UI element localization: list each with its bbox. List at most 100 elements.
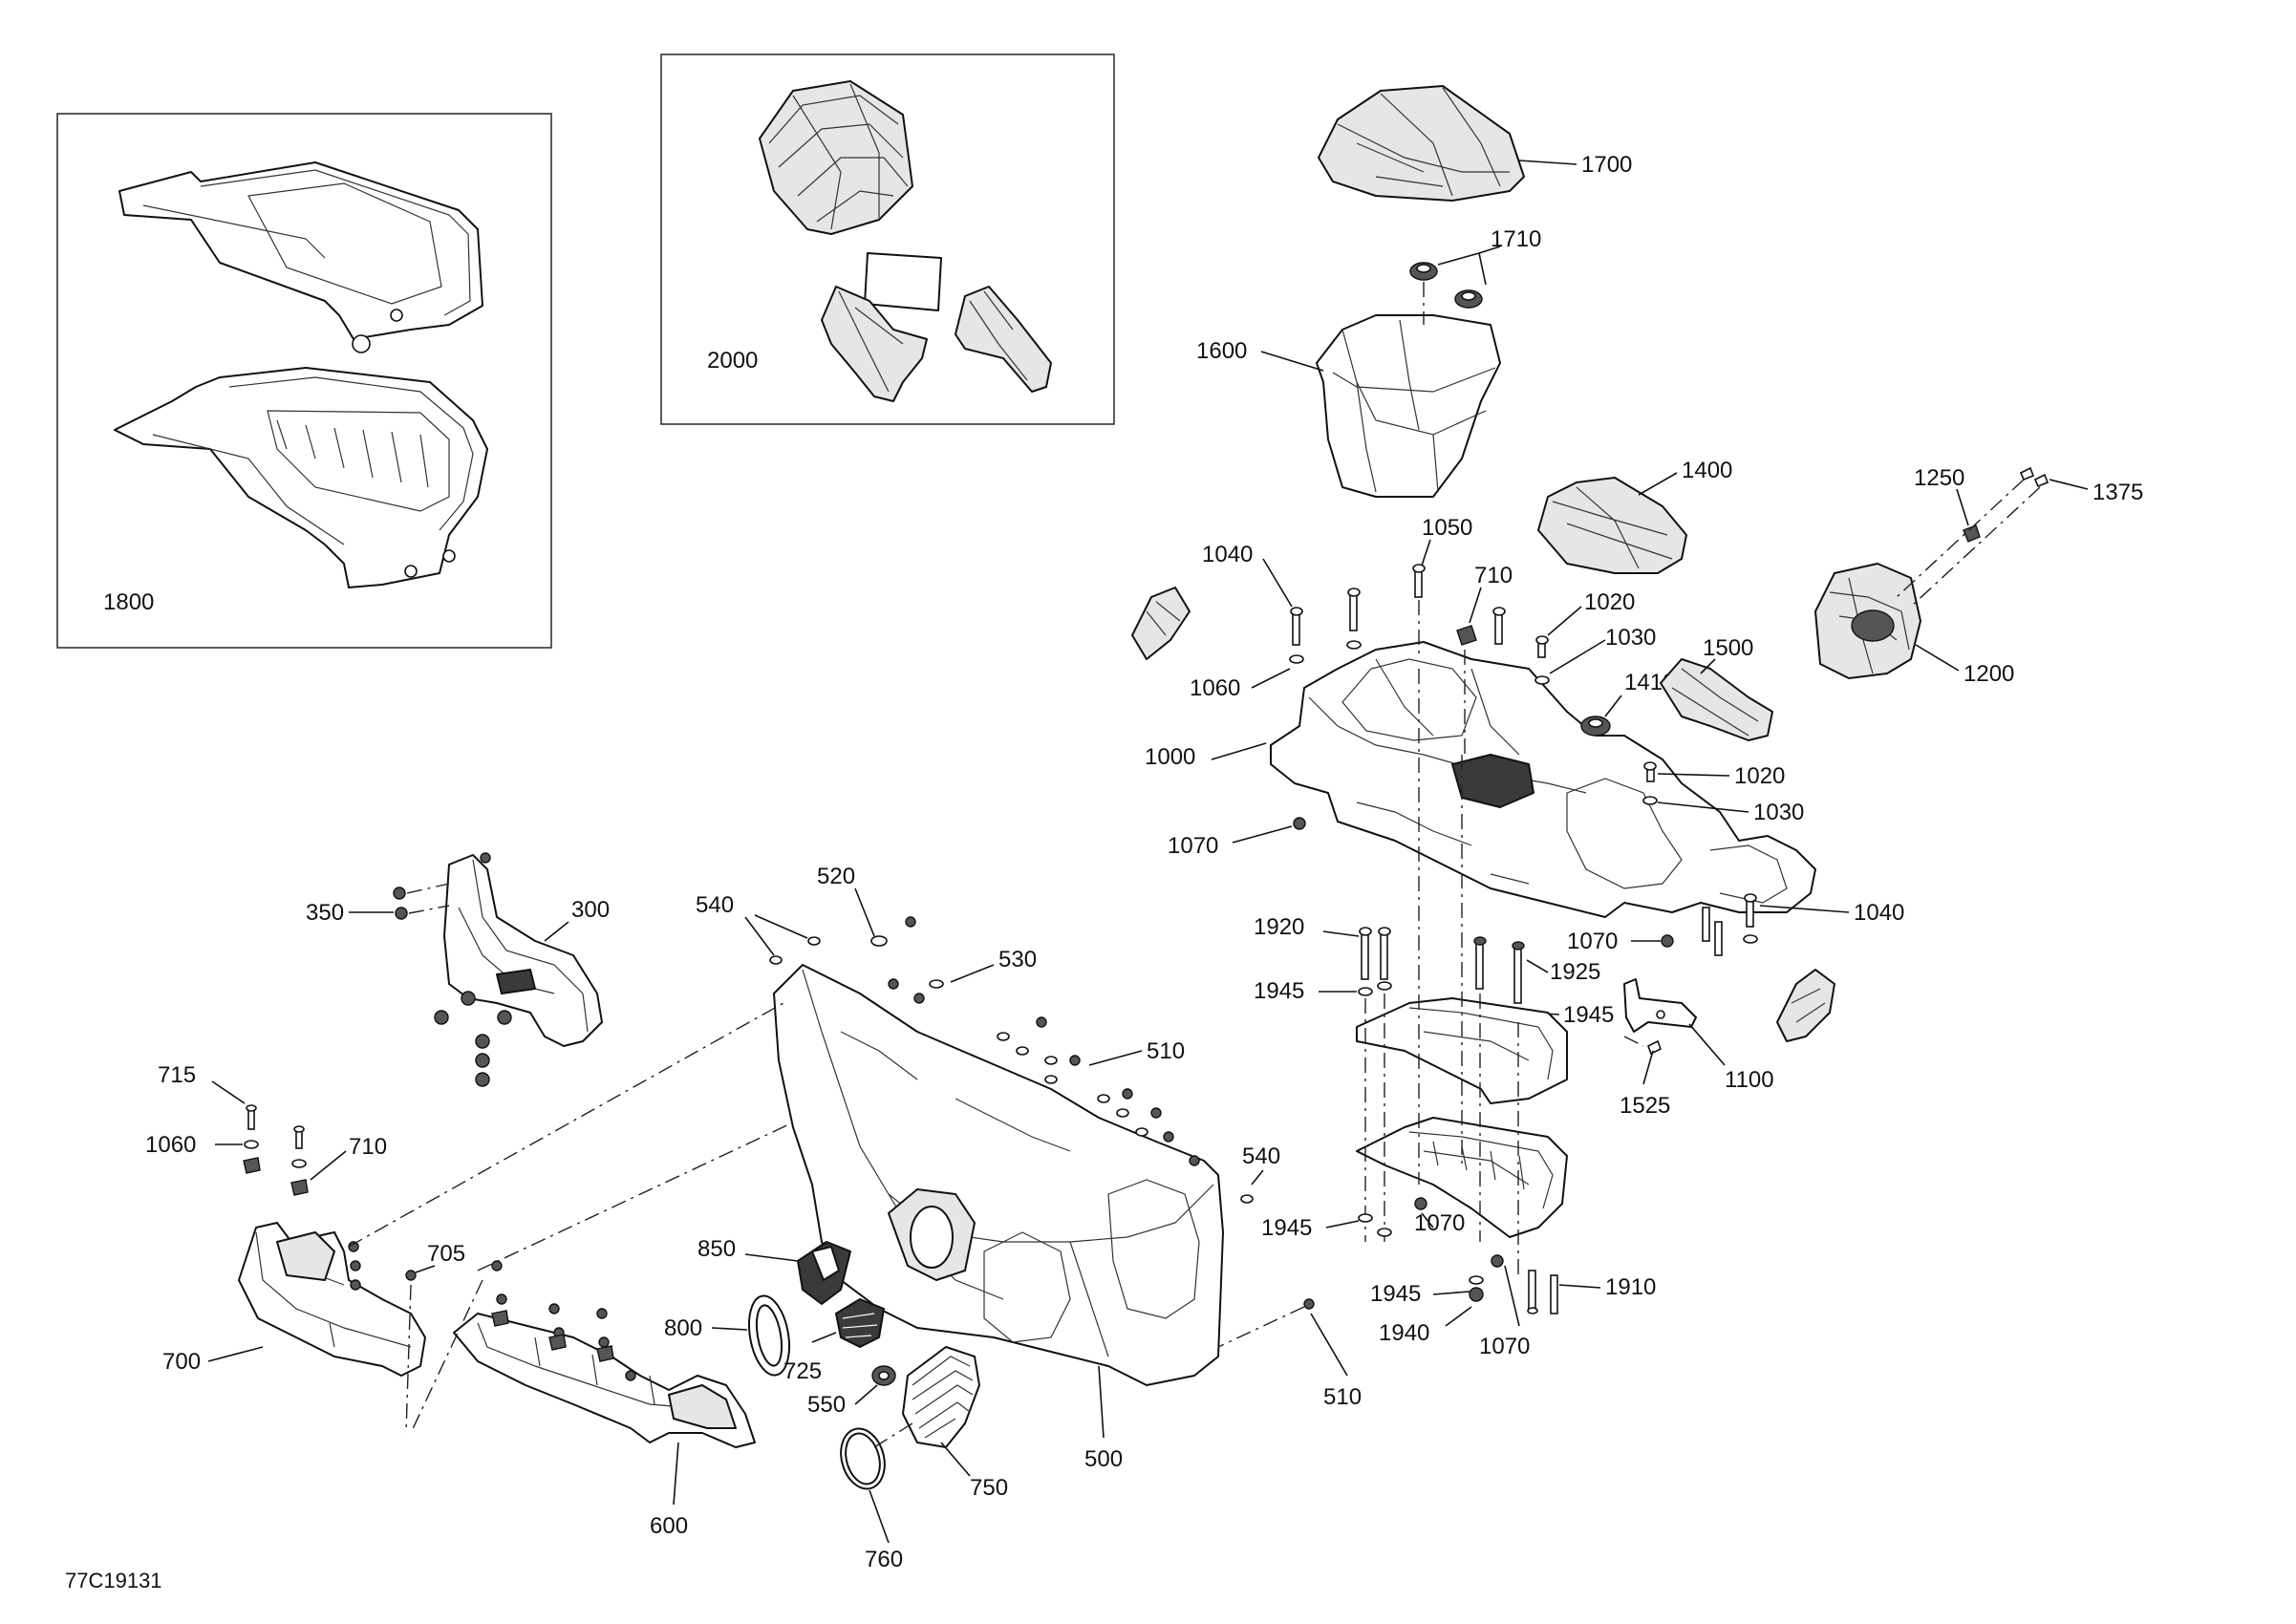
part-1100-bracket <box>1623 978 1697 1033</box>
leader-1200 <box>1915 644 1960 672</box>
part-1375-screws <box>2019 466 2049 488</box>
callout-710b: 710 <box>1474 563 1513 588</box>
part-710-clip-upper <box>1456 625 1477 646</box>
leader-530 <box>950 964 995 983</box>
inset-box-2000 <box>660 53 1115 425</box>
callout-1945d: 1945 <box>1370 1281 1421 1307</box>
part-1800-upper-frame <box>118 161 483 353</box>
leader-1410 <box>1604 694 1622 717</box>
callout-510b: 510 <box>1323 1384 1362 1410</box>
leader-710b <box>1469 587 1482 624</box>
leader-1925 <box>1526 959 1549 973</box>
leader-510b <box>1310 1313 1348 1377</box>
part-705-screw <box>405 1270 417 1281</box>
callout-1945b: 1945 <box>1563 1002 1614 1028</box>
callout-1500: 1500 <box>1703 635 1753 661</box>
part-2000-bracket-left <box>821 286 928 402</box>
dash-long-1 <box>348 1002 784 1248</box>
part-1070-nut-a <box>1293 817 1306 830</box>
leader-540a <box>744 914 808 956</box>
part-1200-housing <box>1814 563 1921 679</box>
leader-725 <box>811 1332 837 1343</box>
callout-1945c: 1945 <box>1261 1215 1312 1241</box>
leader-1700 <box>1518 160 1577 165</box>
callout-1070d: 1070 <box>1479 1334 1530 1359</box>
leader-850 <box>744 1253 799 1262</box>
part-850-funnel <box>797 1241 851 1305</box>
part-2000-label-sticker <box>864 252 942 311</box>
leader-540b <box>1251 1169 1264 1186</box>
part-1410-grommet <box>1580 716 1611 737</box>
dash-1525 <box>1623 1036 1644 1047</box>
part-510-screw-lower <box>1303 1298 1315 1310</box>
callout-520: 520 <box>817 864 855 889</box>
leader-510a <box>1088 1050 1143 1066</box>
callout-2000: 2000 <box>707 348 758 374</box>
leader-1040a <box>1262 558 1293 608</box>
part-1500-bracket <box>1660 658 1773 741</box>
callout-1400: 1400 <box>1682 458 1732 483</box>
leader-710a <box>310 1150 347 1181</box>
callout-850: 850 <box>697 1236 736 1262</box>
leader-1250 <box>1956 488 1969 526</box>
drawing-code: 77C19131 <box>65 1569 162 1592</box>
callout-705: 705 <box>427 1241 465 1267</box>
callout-600: 600 <box>650 1513 688 1539</box>
callout-1060b: 1060 <box>1190 675 1240 701</box>
callout-350: 350 <box>306 900 344 926</box>
dash-760 <box>873 1422 913 1448</box>
callout-750: 750 <box>970 1475 1008 1501</box>
part-710-715-1060-fasteners <box>243 1104 361 1291</box>
part-small-bracket-right <box>1776 969 1835 1042</box>
leader-1500 <box>1700 658 1716 674</box>
leader-1100 <box>1688 1023 1726 1066</box>
callout-700: 700 <box>162 1349 201 1375</box>
leader-1020a <box>1547 606 1582 636</box>
part-1945-washers-lower <box>1358 1197 1504 1268</box>
leader-1710 <box>1437 246 1501 286</box>
part-750-boot <box>902 1346 980 1448</box>
leader-1940 <box>1445 1306 1472 1327</box>
inset-box-1800 <box>56 113 552 649</box>
callout-1800: 1800 <box>103 589 154 615</box>
leader-550 <box>854 1384 878 1405</box>
part-300-fasteners <box>434 852 512 1087</box>
part-510-screws-upper <box>997 1016 1200 1166</box>
leader-1600 <box>1260 351 1324 372</box>
leader-1070d <box>1504 1265 1520 1327</box>
part-760-clamp <box>840 1427 886 1490</box>
leader-1050 <box>1421 539 1431 566</box>
callout-1200: 1200 <box>1963 661 2014 687</box>
leader-700 <box>207 1346 264 1362</box>
dash-1375-to-1200 <box>1896 479 2041 608</box>
part-540-washers <box>769 936 1254 1204</box>
callout-1910: 1910 <box>1605 1274 1656 1300</box>
part-500-panel <box>773 964 1224 1386</box>
part-1070-nut-b <box>1661 907 1723 956</box>
leader-500 <box>1098 1365 1105 1439</box>
callout-1020b: 1020 <box>1734 763 1785 789</box>
part-300-duct <box>443 854 603 1047</box>
dash-long-3 <box>405 1284 412 1434</box>
leader-760 <box>869 1489 890 1544</box>
leader-1945c <box>1325 1220 1360 1229</box>
callout-1070a: 1070 <box>1168 833 1218 859</box>
part-1020-bolts-upper <box>1492 607 1550 685</box>
leader-1400 <box>1638 472 1678 496</box>
leader-520 <box>854 887 875 937</box>
callout-1525: 1525 <box>1620 1093 1670 1119</box>
part-1050-bolt <box>1412 564 1426 598</box>
dash-long-2 <box>477 1122 794 1271</box>
leader-1945d <box>1432 1291 1470 1295</box>
callout-1600: 1600 <box>1196 338 1247 364</box>
callout-530: 530 <box>998 947 1037 972</box>
callout-1020a: 1020 <box>1584 589 1635 615</box>
part-frame-lower-installed <box>1356 1117 1568 1238</box>
leader-1040b <box>1759 905 1850 913</box>
leader-800 <box>711 1327 748 1331</box>
callout-715: 715 <box>158 1062 196 1088</box>
callout-1375: 1375 <box>2092 480 2143 505</box>
part-1920-bolts <box>1359 927 1391 980</box>
callout-1250: 1250 <box>1914 465 1964 491</box>
callout-725: 725 <box>783 1358 822 1384</box>
